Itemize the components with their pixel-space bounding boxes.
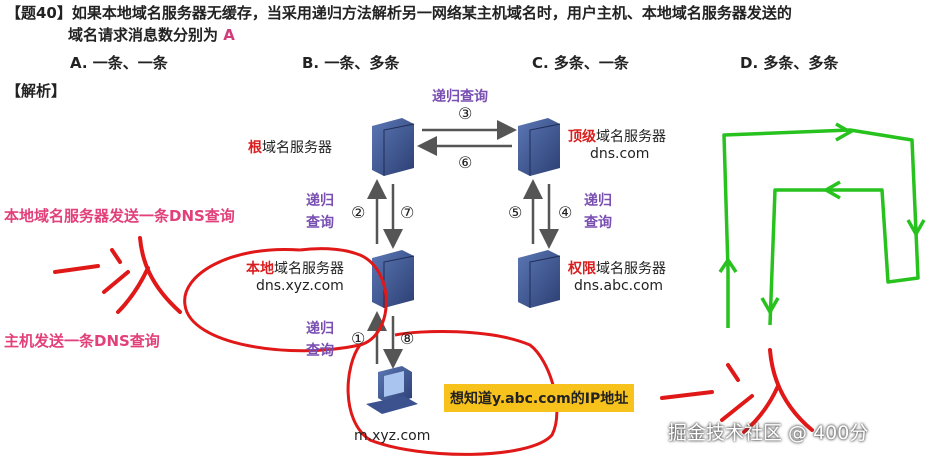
step-7: ⑦: [400, 203, 415, 222]
top-server-domain: dns.com: [590, 146, 650, 162]
local-server-domain: dns.xyz.com: [256, 278, 344, 294]
option-c: C. 多条、一条: [532, 54, 629, 72]
question-tag: 【题40】: [6, 4, 72, 22]
query-label-bottom: 递归 查询: [306, 318, 334, 362]
green-arrow-right: [835, 122, 854, 142]
auth-suffix: 域名服务器: [596, 261, 666, 277]
red-stroke-ci: [102, 236, 182, 314]
query-label-left: 递归 查询: [306, 190, 334, 234]
question-text-1: 如果本地域名服务器无缓存，当采用递归方法解析另一网络某主机域名时，用户主机、本地…: [71, 4, 792, 22]
host-domain: m.xyz.com: [354, 428, 431, 444]
green-arrow-down: [906, 219, 926, 238]
note-host-sends: 主机发送一条DNS查询: [4, 332, 160, 350]
step-1: ①: [351, 329, 366, 348]
step-3: ③: [458, 104, 473, 123]
local-server-label: 本地域名服务器: [246, 258, 344, 278]
query-right-2: 查询: [584, 215, 612, 231]
local-prefix: 本地: [246, 261, 274, 277]
red-stroke-yi: [53, 264, 100, 274]
step-2: ②: [351, 203, 366, 222]
want-callout: 想知道y.abc.com的IP地址: [444, 384, 635, 412]
auth-server-domain: dns.abc.com: [574, 278, 664, 294]
question-line-1: 【题40】如果本地域名服务器无缓存，当采用递归方法解析另一网络某主机域名时，用户…: [6, 2, 906, 24]
top-suffix: 域名服务器: [596, 129, 666, 145]
green-arrow-down-2: [760, 297, 780, 316]
query-right-1: 递归: [584, 193, 612, 209]
option-d: D. 多条、多条: [740, 54, 839, 72]
top-prefix: 顶级: [568, 129, 596, 145]
root-server-label: 根域名服务器: [248, 137, 332, 157]
query-label-right: 递归 查询: [584, 190, 612, 234]
footer-watermark: 掘金技术社区 @ 400分: [668, 422, 869, 444]
answer-letter: A: [223, 26, 235, 44]
step-5: ⑤: [508, 203, 523, 222]
auth-server-label: 权限域名服务器: [568, 258, 666, 278]
root-suffix: 域名服务器: [262, 140, 332, 156]
auth-prefix: 权限: [568, 261, 596, 277]
analysis-label: 【解析】: [6, 82, 67, 100]
green-recursive-path: [722, 128, 920, 328]
red-stroke-ci-2: [720, 348, 814, 434]
top-server-icon: [518, 118, 561, 176]
step-4: ④: [558, 203, 573, 222]
query-bottom-2: 查询: [306, 343, 334, 359]
query-bottom-1: 递归: [306, 321, 334, 337]
host-computer-icon: [366, 366, 418, 414]
top-server-label: 顶级域名服务器: [568, 126, 666, 146]
option-a: A. 一条、一条: [70, 54, 168, 72]
local-suffix: 域名服务器: [274, 261, 344, 277]
green-arrow-left: [822, 180, 841, 200]
question-line-2: 域名请求消息数分别为 A: [68, 24, 235, 45]
green-arrow-up: [718, 256, 738, 273]
option-b: B. 一条、多条: [302, 54, 400, 72]
question-text-2: 域名请求消息数分别为: [68, 26, 219, 44]
query-left-1: 递归: [306, 193, 334, 209]
red-circle-local: [183, 247, 388, 353]
root-server-icon: [372, 118, 415, 176]
step-6: ⑥: [458, 153, 473, 172]
local-server-icon: [372, 250, 415, 308]
query-left-2: 查询: [306, 215, 334, 231]
note-local-sends: 本地域名服务器发送一条DNS查询: [4, 207, 235, 225]
step-8: ⑧: [400, 329, 415, 348]
root-prefix: 根: [248, 140, 262, 156]
query-label-top: 递归查询: [432, 89, 488, 105]
red-circle-host: [346, 329, 559, 456]
auth-server-icon: [518, 250, 561, 308]
red-stroke-yi-2: [660, 390, 714, 400]
